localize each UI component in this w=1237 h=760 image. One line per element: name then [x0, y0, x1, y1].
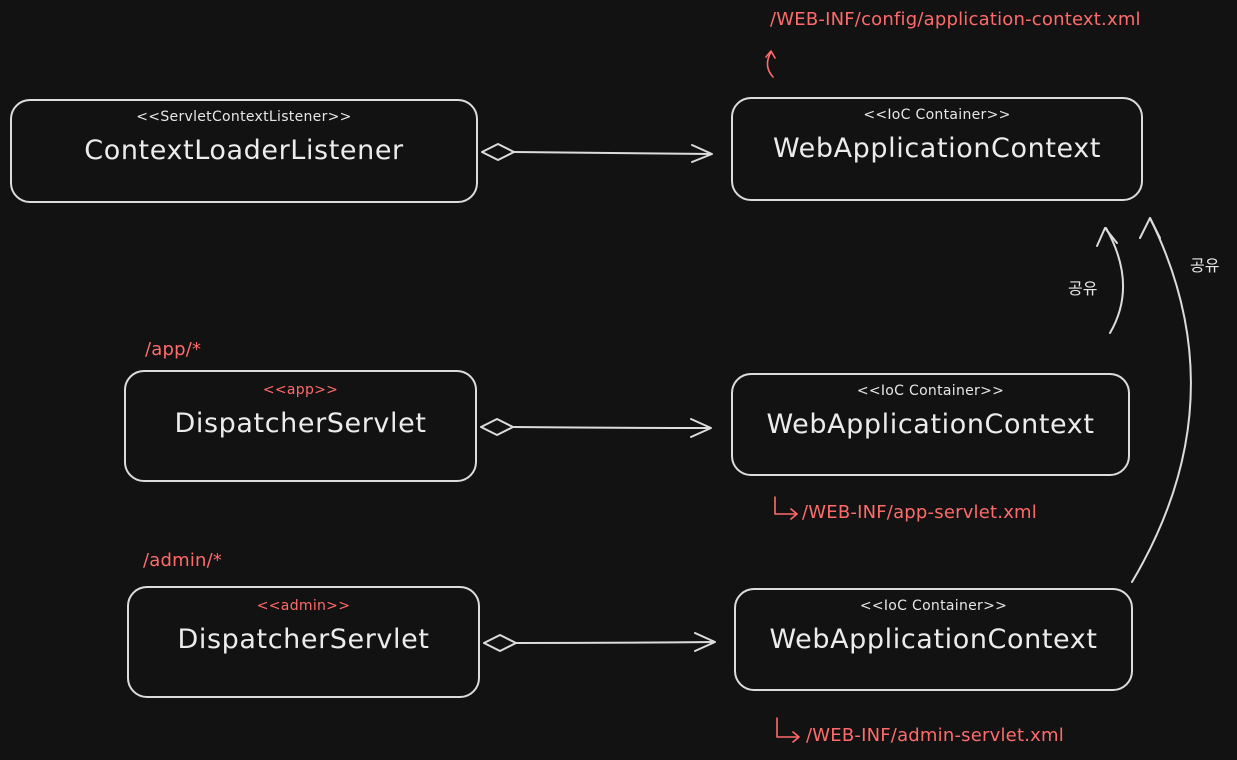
context-loader-listener-box[interactable]: <<ServletContextListener>> ContextLoader…: [10, 99, 478, 203]
arrow-head: [790, 508, 798, 520]
listener-aggregation-connector: [481, 143, 713, 163]
admin-share-arrow: [1131, 217, 1192, 583]
app-servlet-title: DispatcherServlet: [174, 408, 427, 439]
connector-line: [515, 641, 716, 644]
connector-line: [513, 151, 713, 155]
hook-curve: [766, 51, 774, 78]
admin-share-label: 공유: [1190, 256, 1220, 275]
admin-web-application-context-box[interactable]: <<IoC Container>> WebApplicationContext: [734, 588, 1133, 691]
app-config-hook: [774, 496, 798, 520]
arrow-head: [694, 632, 716, 652]
root-context-stereotype: <<IoC Container>>: [863, 107, 1011, 123]
admin-context-title: WebApplicationContext: [769, 624, 1098, 655]
aggregation-diamond: [481, 143, 515, 161]
root-context-config-path: /WEB-INF/config/application-context.xml: [770, 9, 1141, 30]
connector-line: [512, 426, 712, 429]
arrow-head: [765, 50, 776, 59]
hook-line: [776, 717, 799, 738]
admin-context-config-path: /WEB-INF/admin-servlet.xml: [806, 725, 1064, 746]
app-servlet-mapping: /app/*: [145, 339, 202, 360]
arrow-head: [792, 731, 800, 743]
admin-context-stereotype: <<IoC Container>>: [859, 598, 1008, 614]
arrow-head: [1139, 217, 1161, 239]
admin-config-hook: [776, 717, 800, 743]
app-context-title: WebApplicationContext: [766, 409, 1095, 440]
arrow-head: [691, 144, 713, 163]
app-servlet-stereotype: <<app>>: [262, 382, 339, 398]
root-context-title: WebApplicationContext: [772, 133, 1102, 164]
admin-servlet-title: DispatcherServlet: [177, 624, 430, 655]
admin-dispatcher-servlet-box[interactable]: <<admin>> DispatcherServlet: [127, 586, 480, 698]
root-web-application-context-box[interactable]: <<IoC Container>> WebApplicationContext: [731, 97, 1143, 201]
root-config-hook: [765, 50, 776, 78]
app-context-config-path: /WEB-INF/app-servlet.xml: [802, 502, 1037, 523]
admin-servlet-stereotype: <<admin>>: [256, 598, 351, 614]
arrow-head: [690, 418, 712, 438]
listener-stereotype: <<ServletContextListener>>: [136, 109, 352, 125]
hook-line: [774, 496, 797, 515]
admin-servlet-mapping: /admin/*: [143, 550, 223, 571]
app-dispatcher-servlet-box[interactable]: <<app>> DispatcherServlet: [124, 370, 477, 482]
app-share-label: 공유: [1068, 279, 1098, 298]
admin-aggregation-connector: [483, 632, 716, 652]
aggregation-diamond: [480, 418, 514, 436]
aggregation-diamond: [483, 634, 517, 652]
app-web-application-context-box[interactable]: <<IoC Container>> WebApplicationContext: [731, 373, 1130, 476]
app-aggregation-connector: [480, 418, 712, 438]
arrow-head: [1096, 227, 1118, 247]
app-share-arrow: [1096, 227, 1125, 334]
listener-title: ContextLoaderListener: [84, 135, 404, 166]
share-curve: [1131, 217, 1192, 583]
share-curve: [1105, 227, 1125, 334]
app-context-stereotype: <<IoC Container>>: [856, 383, 1005, 399]
